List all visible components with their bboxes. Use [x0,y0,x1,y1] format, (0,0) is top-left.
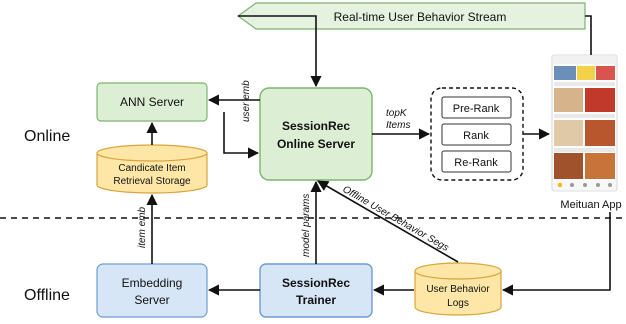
user-logs: User Behavior Logs [414,262,502,316]
online-label: Online [24,128,70,145]
offline-segs-label: Offline User Behavior Segs [341,184,451,254]
meituan-app: Meituan App [551,54,622,211]
connectors [146,15,611,296]
app-label: Meituan App [560,199,621,211]
ann-server: ANN Server [96,82,208,122]
embedding-server-line1: Embedding [122,276,183,290]
app-row-text-3 [554,148,615,152]
trainer-line2: Trainer [296,293,336,307]
trainer: SessionRec Trainer [259,263,373,318]
app-header [553,56,616,64]
app-food-3 [554,120,583,146]
online-server-line2: Online Server [277,137,355,151]
pre-rank-box [441,96,512,119]
app-tab-icon-2 [570,183,574,187]
arrow-app-to-logs [501,212,611,296]
ann-server-label: ANN Server [120,95,184,109]
offline-label: Offline [24,287,70,304]
trainer-line1: SessionRec [282,276,350,290]
model-params-label: model params [301,194,312,257]
app-food-4 [585,120,615,146]
rank-box [441,123,512,146]
user-emb-label: user emb [241,80,252,122]
candidate-storage-line1: Candicate Item [118,163,185,174]
candidate-storage-line2: Retrieval Storage [113,176,191,187]
candidate-storage: Candicate Item Retrieval Storage [96,144,208,194]
stream-label: Real-time User Behavior Stream [334,10,507,24]
rank-label: Rank [463,130,489,142]
user-logs-top [414,262,502,280]
app-food-5 [554,153,583,179]
app-tab-icon-5 [608,183,612,187]
app-banner-right [596,66,615,80]
app-banner-mid [577,66,595,80]
candidate-storage-body [96,152,208,194]
rank-group: Pre-Rank Rank Re-Rank [430,87,524,181]
embedding-server-box [96,263,208,318]
user-logs-line1: User Behavior [426,284,490,295]
pre-rank-label: Pre-Rank [453,103,500,115]
app-food-2 [585,88,615,112]
re-rank-box [441,150,512,173]
app-food-1 [554,88,583,112]
app-row-text-2 [554,114,615,118]
online-server: SessionRec Online Server [259,87,373,181]
item-emb-label: item emb [137,206,148,248]
topk-label-line2: Items [386,120,410,131]
line-app-to-stream [585,15,592,55]
user-logs-body [414,270,502,316]
online-server-box [259,87,373,181]
app-row-text [554,82,615,86]
app-tab-icon-3 [583,183,587,187]
embedding-server: Embedding Server [96,263,208,318]
topk-label-line1: topK [386,108,408,119]
app-banner-left [554,66,576,80]
embedding-server-line2: Server [134,293,169,307]
user-logs-line2: Logs [447,298,469,309]
arrow-ann-to-online [223,112,260,159]
app-tab-icon-4 [596,183,600,187]
app-tab-home-icon [557,182,563,188]
candidate-storage-top [96,144,208,162]
arrow-stream-to-online [238,15,322,88]
online-server-line1: SessionRec [282,119,350,133]
app-food-6 [585,153,615,179]
arrow-logs-to-online [317,180,459,263]
re-rank-label: Re-Rank [454,157,498,169]
ann-server-box [96,82,208,122]
realtime-stream-banner: Real-time User Behavior Stream [236,2,586,30]
trainer-box [259,263,373,318]
